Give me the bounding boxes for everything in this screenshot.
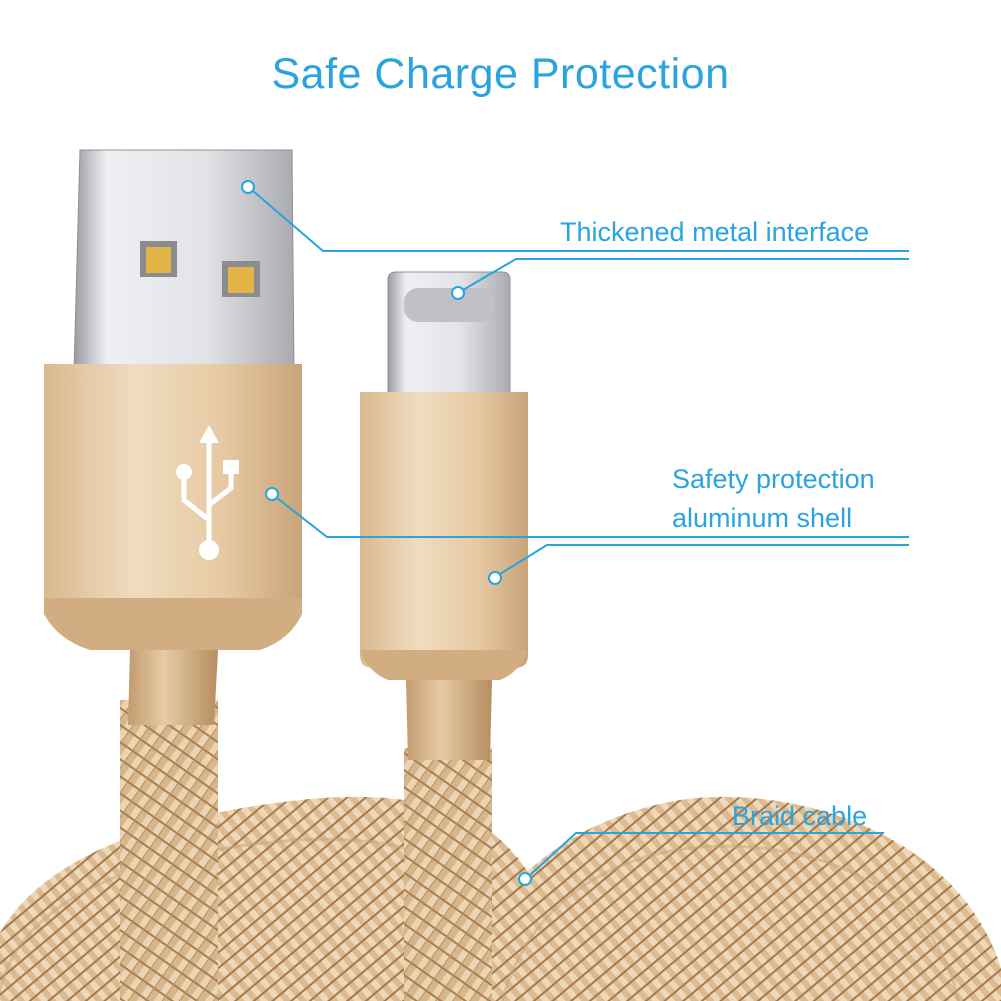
usb-a-connector	[44, 149, 302, 725]
usb-c-connector	[360, 271, 528, 760]
callout-aluminum-shell: aluminum shell	[672, 503, 853, 533]
callout-lines	[241, 180, 909, 886]
braid-cable	[0, 700, 1001, 1001]
usb-symbol-icon	[176, 425, 239, 560]
callout-metal-interface: Thickened metal interface	[560, 217, 870, 247]
page-title: Safe Charge Protection	[271, 50, 730, 98]
callout-safety-protection: Safety protection	[672, 464, 875, 494]
callout-braid-cable: Braid cable	[732, 801, 868, 831]
